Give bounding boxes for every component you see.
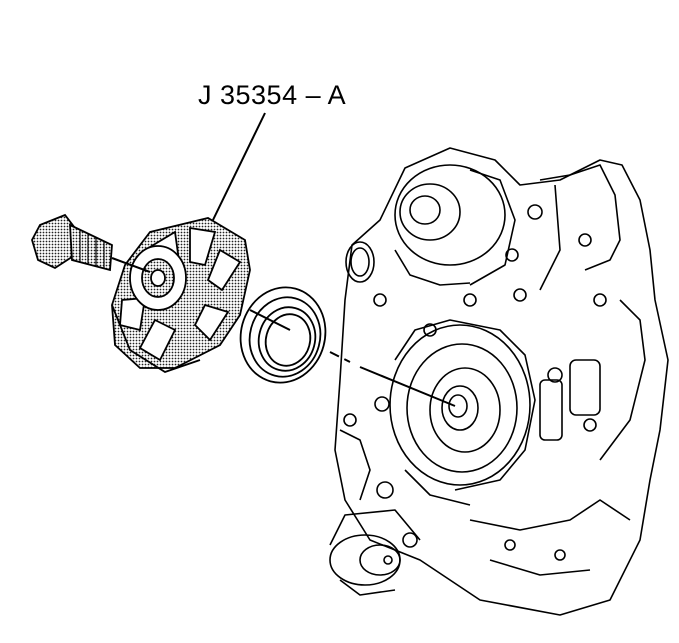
seal-installer [111, 217, 251, 373]
engine-front-cover [329, 147, 669, 616]
leader-line [211, 112, 266, 223]
bolt [31, 213, 113, 272]
tool-label: J 35354 – A [198, 80, 347, 110]
front-crankshaft-seal [239, 286, 327, 384]
alignment-centerline [111, 257, 456, 407]
